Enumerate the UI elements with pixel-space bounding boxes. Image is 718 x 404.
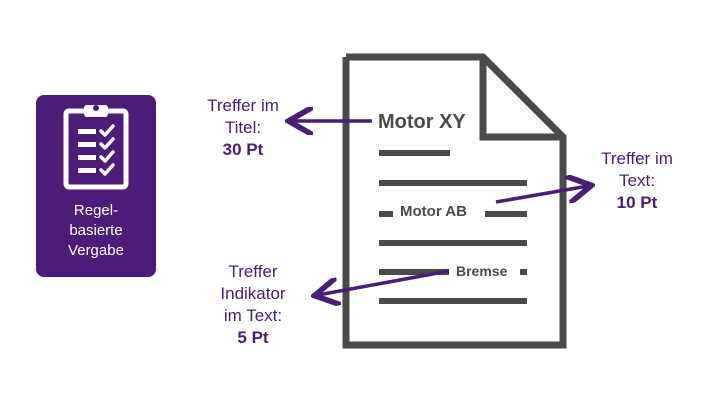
text-line: [379, 298, 527, 304]
text-line: [379, 269, 449, 275]
document-text-lines: [379, 150, 527, 304]
text-hit-note: Treffer im Text: 10 Pt: [584, 148, 690, 214]
arrow-indicator-hit: [318, 269, 450, 295]
note-line: Titel:: [224, 118, 262, 137]
title-hit-note: Treffer im Titel: 30 Pt: [188, 95, 298, 161]
badge-label-line: Vergabe: [68, 242, 124, 259]
note-line: Text:: [619, 171, 655, 190]
text-line: [379, 211, 393, 217]
points-value: 5 Pt: [237, 328, 269, 347]
document-indicator-term: Bremse: [456, 263, 508, 279]
badge-label-line: basierte: [69, 222, 123, 239]
text-line: [379, 150, 450, 156]
badge-label-line: Regel-: [73, 202, 119, 219]
indicator-hit-note: Treffer Indikator im Text: 5 Pt: [198, 261, 308, 349]
document-title-term: Motor XY: [378, 111, 466, 133]
note-line: Treffer: [228, 262, 278, 281]
text-line: [485, 211, 527, 217]
note-line: Treffer im: [207, 96, 279, 115]
badge-label: Regel- basierte Vergabe: [36, 201, 156, 261]
note-line: Indikator: [220, 284, 286, 303]
text-line: [520, 269, 527, 275]
document-text-term: Motor AB: [400, 203, 467, 220]
clipboard-checklist-icon: [63, 105, 129, 190]
arrow-text-hit: [495, 186, 588, 204]
text-line: [379, 240, 527, 246]
points-value: 10 Pt: [616, 193, 658, 212]
document-page-icon: [342, 53, 567, 349]
note-line: Treffer im: [601, 149, 673, 168]
points-value: 30 Pt: [222, 140, 264, 159]
text-line: [379, 180, 527, 186]
note-line: im Text:: [223, 306, 283, 325]
rule-based-badge: Regel- basierte Vergabe: [36, 95, 156, 277]
